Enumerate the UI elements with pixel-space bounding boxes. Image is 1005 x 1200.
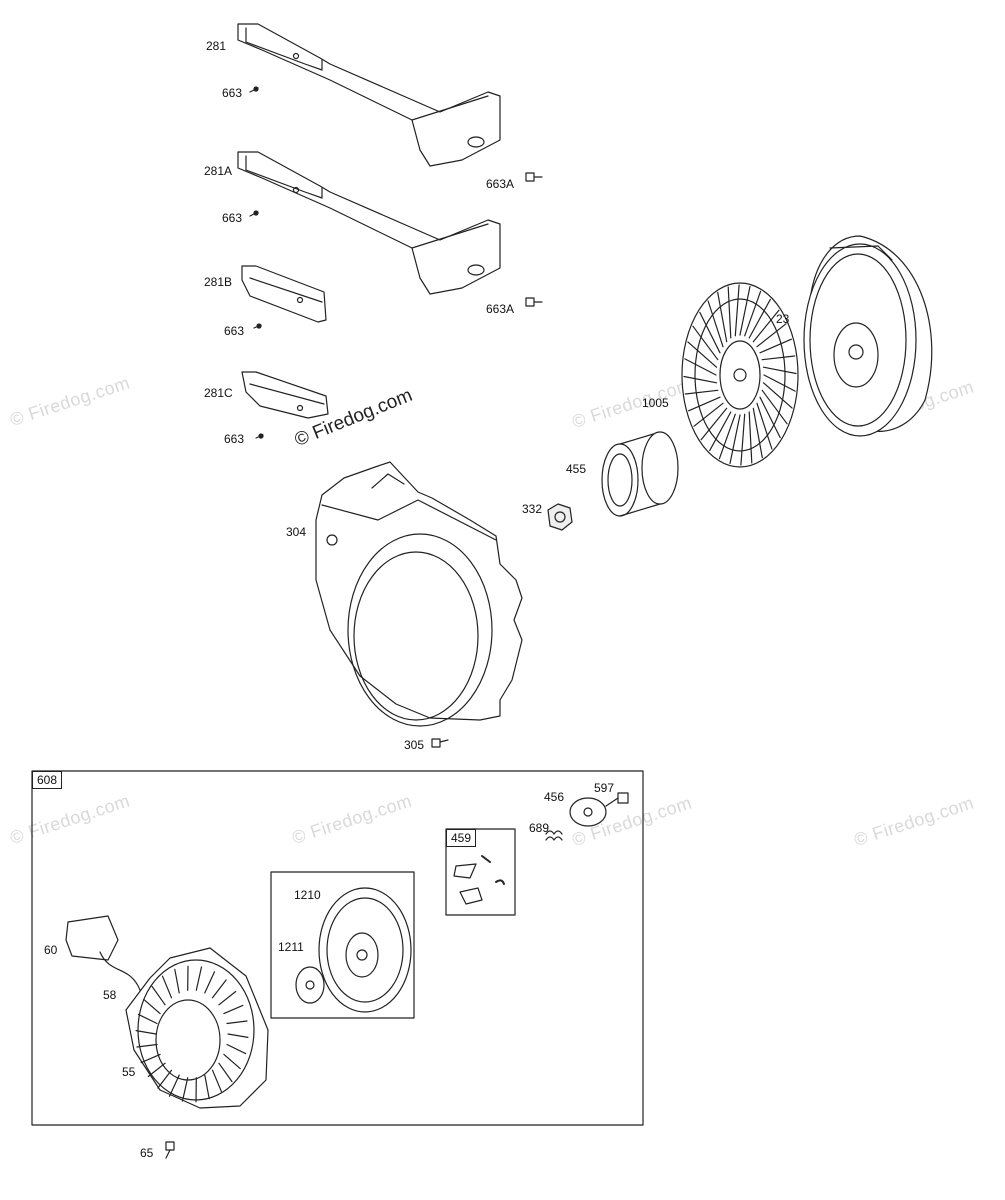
part-label: 305 xyxy=(404,738,425,752)
screw-305 xyxy=(431,738,449,748)
part-label: 281A xyxy=(204,164,233,178)
screw-663 xyxy=(253,323,262,329)
starter-cup-455 xyxy=(601,431,679,517)
starter-housing-55 xyxy=(125,947,269,1109)
nut-332 xyxy=(547,503,573,531)
part-label: 1211 xyxy=(278,940,304,954)
blower-housing-304 xyxy=(315,461,523,727)
spring-689 xyxy=(545,830,563,841)
screw-663 xyxy=(255,433,264,439)
part-label: 663 xyxy=(224,324,245,338)
part-label: 23 xyxy=(776,312,790,326)
ratchet-456 xyxy=(569,797,607,827)
part-label: 58 xyxy=(103,988,117,1002)
part-label: 304 xyxy=(286,525,307,539)
fan-1005 xyxy=(681,282,799,468)
kit-label-608: 608 xyxy=(32,771,63,789)
part-label: 663 xyxy=(222,211,243,225)
kit-box-608 xyxy=(31,770,644,1126)
screw-65 xyxy=(165,1141,175,1159)
part-label: 55 xyxy=(122,1065,136,1079)
bolt-663a xyxy=(525,172,543,182)
air-guide-281a xyxy=(237,151,501,295)
part-label: 281B xyxy=(204,275,233,289)
bolt-663a xyxy=(525,297,543,307)
screw-663 xyxy=(249,210,259,217)
part-label: 1005 xyxy=(642,396,669,410)
handle-60 xyxy=(65,915,149,1013)
part-label: 597 xyxy=(594,781,615,795)
screw-663 xyxy=(249,86,259,93)
pawl-kit-459 xyxy=(453,855,505,905)
part-label: 281 xyxy=(206,39,227,53)
part-label: 455 xyxy=(566,462,587,476)
part-label: 281C xyxy=(204,386,233,400)
part-label: 65 xyxy=(140,1146,154,1160)
pulley-1210 xyxy=(318,887,412,1013)
flywheel-23 xyxy=(803,235,933,437)
bracket-281b xyxy=(241,265,327,323)
spring-1211 xyxy=(295,966,325,1004)
kit-box-pulley xyxy=(270,871,415,1019)
part-label: 663A xyxy=(486,302,515,316)
air-guide-281 xyxy=(237,23,501,167)
part-label: 456 xyxy=(544,790,565,804)
part-label: 60 xyxy=(44,943,58,957)
part-label: 689 xyxy=(529,821,550,835)
part-label: 663A xyxy=(486,177,515,191)
kit-label-459: 459 xyxy=(446,829,477,847)
part-label: 663 xyxy=(224,432,245,446)
kit-box-459 xyxy=(445,828,516,916)
bracket-281c xyxy=(241,371,329,419)
screw-597 xyxy=(605,792,629,807)
part-label: 1210 xyxy=(294,888,321,902)
part-label: 332 xyxy=(522,502,543,516)
part-label: 663 xyxy=(222,86,243,100)
